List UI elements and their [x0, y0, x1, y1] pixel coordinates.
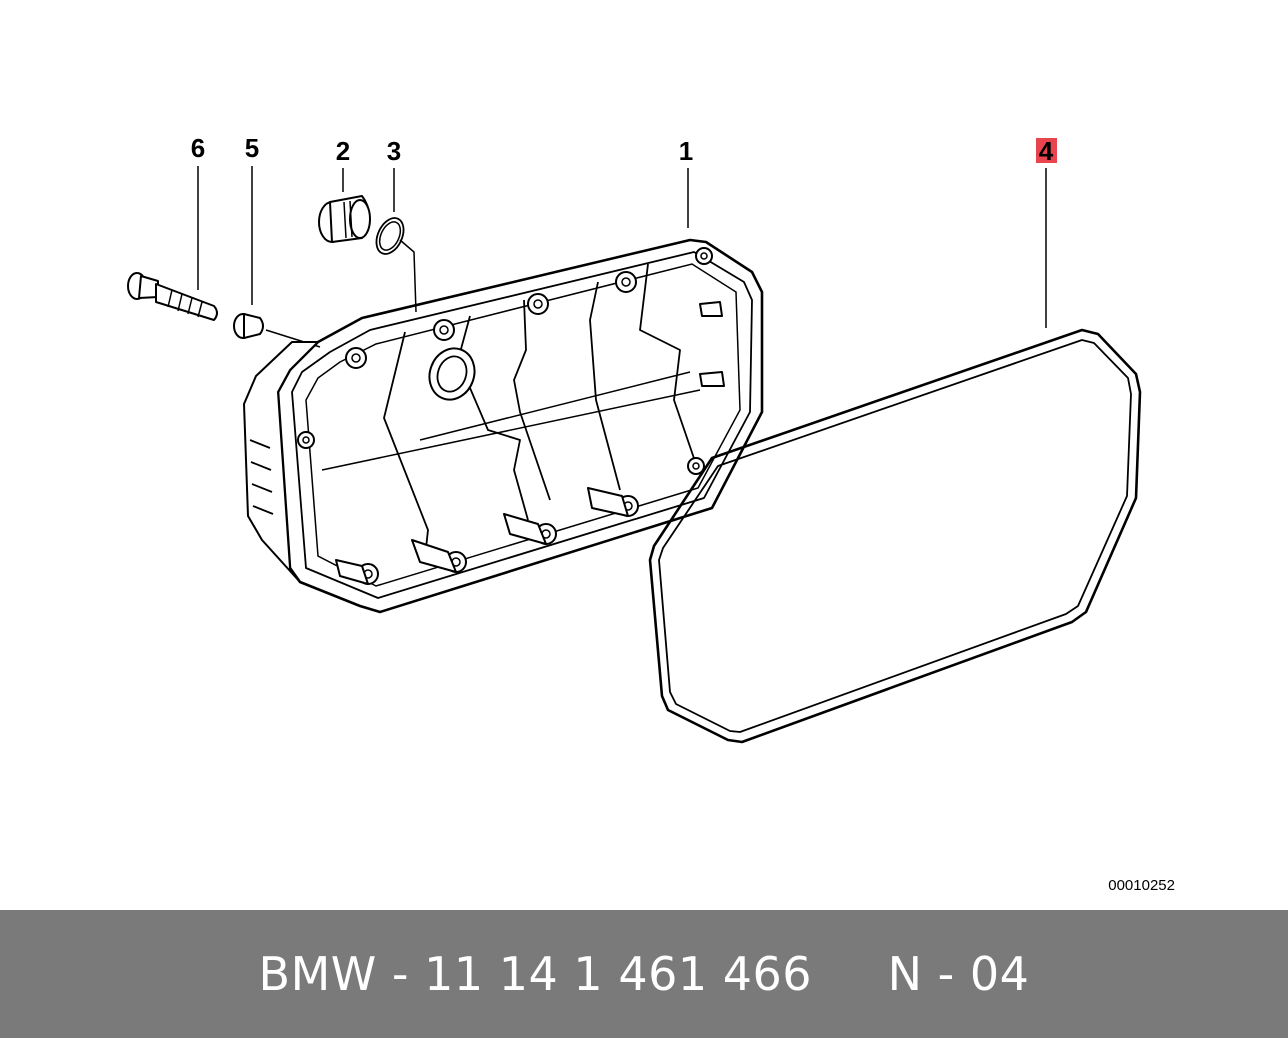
part-2-filler-cap[interactable]	[318, 195, 371, 243]
part-1-valve-cover[interactable]	[243, 238, 764, 614]
part-number-caption: BMW - 11 14 1 461 466 N - 04	[258, 947, 1030, 1001]
callout-4-highlight	[1036, 138, 1057, 163]
callout-5[interactable]: 5	[245, 133, 259, 163]
callout-6[interactable]: 6	[191, 133, 205, 163]
footer-bar: BMW - 11 14 1 461 466 N - 04	[0, 910, 1288, 1038]
part-4-gasket[interactable]	[648, 328, 1142, 744]
part-6-bolt[interactable]	[127, 272, 218, 321]
leader-lines	[197, 166, 1047, 348]
cover-ribs	[321, 263, 701, 549]
document-number: 00010252	[1108, 877, 1175, 894]
callout-2[interactable]: 2	[336, 136, 350, 166]
boss-posts	[335, 487, 629, 585]
exploded-view-drawing: 6 5 2 3 1 4	[127, 133, 1175, 894]
part-3-o-ring[interactable]	[371, 214, 409, 259]
side-ribs	[249, 439, 274, 515]
callout-1[interactable]: 1	[679, 136, 693, 166]
parts-diagram: 6 5 2 3 1 4	[127, 133, 1175, 894]
callout-3[interactable]: 3	[387, 136, 401, 166]
callout-4[interactable]: 4	[1039, 136, 1054, 166]
part-5-sleeve[interactable]	[233, 313, 264, 339]
